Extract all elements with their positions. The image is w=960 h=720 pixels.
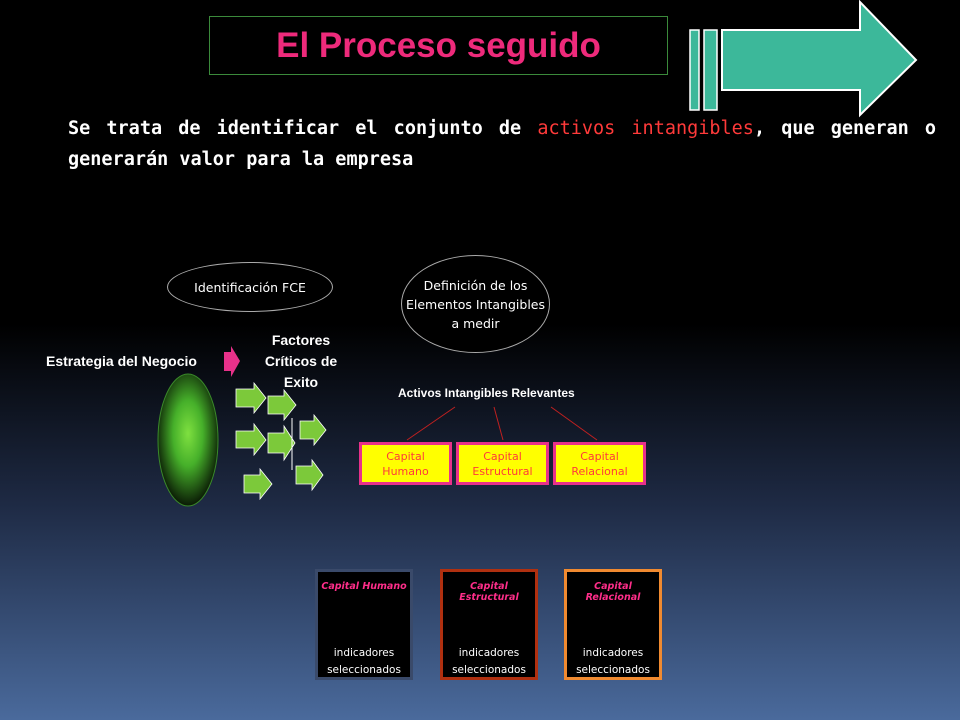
- green-arrow-icon: [235, 422, 267, 457]
- green-arrow-icon: [295, 458, 324, 492]
- pink-arrow-icon: [224, 346, 240, 377]
- indicator-body: indicadores seleccionados: [452, 647, 526, 676]
- green-arrow-icon: [235, 381, 267, 415]
- connector-line: [493, 406, 504, 441]
- connector-line: [550, 406, 598, 441]
- indicator-heading: Capital Humano: [321, 581, 407, 592]
- capital-humano-box: Capital Humano: [359, 442, 452, 485]
- indicator-heading: Capital Relacional: [585, 581, 641, 603]
- intro-text-end: , que generan o generarán valor para la …: [68, 118, 936, 170]
- connector-line: [406, 406, 456, 441]
- oval-definicion-elementos: Definición de los Elementos Intangibles …: [401, 255, 550, 353]
- green-arrow-icon: [243, 467, 273, 501]
- estrategia-label: Estrategia del Negocio: [46, 353, 197, 369]
- indicator-box-relacional: Capital Relacional indicadores seleccion…: [564, 569, 662, 680]
- oval-fce-label: Identificación FCE: [194, 279, 306, 295]
- indicator-box-estructural: Capital Estructural indicadores seleccio…: [440, 569, 538, 680]
- capital-relacional-box: Capital Relacional: [553, 442, 646, 485]
- indicator-box-humano: Capital Humano indicadores seleccionados: [315, 569, 413, 680]
- strategy-ellipse: [157, 373, 219, 507]
- big-right-arrow-icon: [689, 0, 918, 118]
- capital-estructural-label: Capital Estructural: [472, 449, 533, 478]
- oval-def-label: Definición de los Elementos Intangibles …: [406, 277, 545, 331]
- green-arrow-icon: [267, 388, 297, 422]
- green-arrow-icon: [267, 424, 296, 462]
- page-title: El Proceso seguido: [276, 25, 601, 65]
- indicator-heading: Capital Estructural: [459, 581, 519, 603]
- indicator-body: indicadores seleccionados: [576, 647, 650, 676]
- intro-highlight: activos intangibles: [537, 118, 754, 139]
- intro-paragraph: Se trata de identificar el conjunto de a…: [68, 113, 936, 175]
- capital-estructural-box: Capital Estructural: [456, 442, 549, 485]
- title-box: El Proceso seguido: [209, 16, 668, 75]
- activos-label: Activos Intangibles Relevantes: [398, 386, 575, 400]
- oval-identificacion-fce: Identificación FCE: [167, 262, 333, 312]
- capital-relacional-label: Capital Relacional: [571, 449, 628, 478]
- capital-humano-label: Capital Humano: [382, 449, 429, 478]
- intro-text-start: Se trata de identificar el conjunto de: [68, 118, 538, 139]
- green-arrow-icon: [299, 413, 327, 447]
- factores-criticos-label: Factores Críticos de Exito: [264, 332, 338, 390]
- indicator-body: indicadores seleccionados: [327, 647, 401, 676]
